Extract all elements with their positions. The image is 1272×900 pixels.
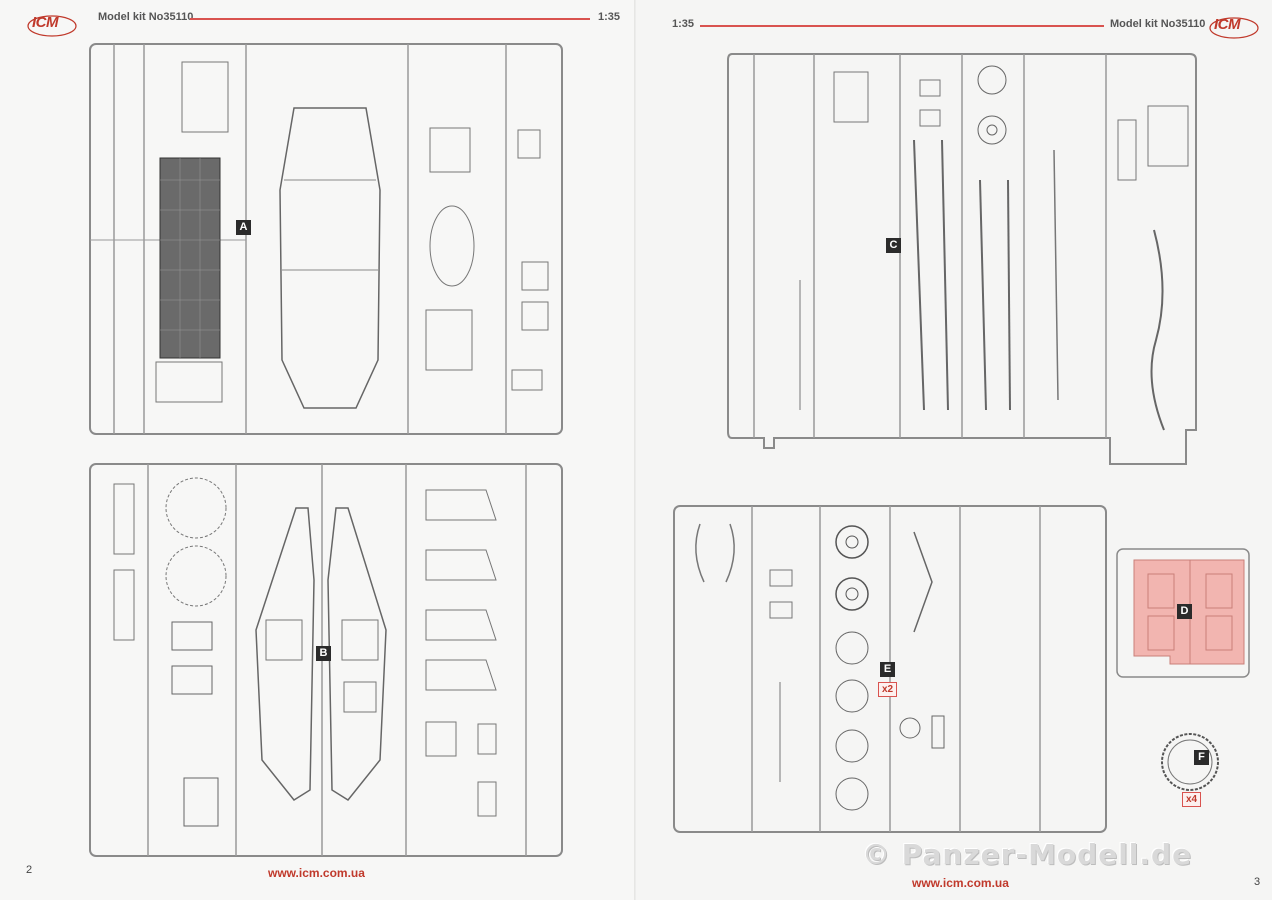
logo-text: ICM (1214, 16, 1241, 33)
left-page: ICM Model kit No35110 1:35 (26, 11, 621, 880)
icm-logo: ICM (26, 12, 78, 40)
sprue-a-letter: A (236, 220, 251, 235)
page-number: 3 (1254, 876, 1261, 888)
header-rule (700, 25, 1104, 27)
sprue-a: A (86, 40, 566, 440)
scale-label: 1:35 (672, 18, 695, 30)
sprue-e-quantity: x2 (878, 682, 897, 697)
watermark: © Panzer-Modell.de (862, 838, 1193, 871)
part-f: F x4 (1156, 726, 1226, 816)
sprue-d: D (1114, 546, 1252, 682)
page-number: 2 (26, 864, 33, 876)
scale-label: 1:35 (598, 11, 621, 23)
sprue-b-drawing (89, 463, 563, 857)
sprue-c-letter: C (886, 238, 901, 253)
sprue-b: B (86, 460, 566, 860)
sprue-c: C (724, 50, 1204, 470)
sprue-e: E x2 (670, 502, 1110, 838)
tire-icon (1161, 733, 1219, 791)
right-page: 1:35 Model kit No35110 ICM (636, 0, 1272, 900)
sprue-d-letter: D (1177, 604, 1192, 619)
model-kit-label: Model kit No35110 (98, 11, 194, 23)
footer-url: www.icm.com.ua (268, 866, 365, 880)
logo-text: ICM (32, 14, 59, 31)
sprue-e-letter: E (880, 662, 895, 677)
model-kit-label: Model kit No35110 (1110, 18, 1206, 30)
footer-url: www.icm.com.ua (912, 876, 1009, 890)
sprue-b-letter: B (316, 646, 331, 661)
sprue-c-drawing (727, 53, 1197, 465)
sprue-a-drawing (89, 43, 563, 435)
icm-logo: ICM (1208, 14, 1260, 42)
part-f-quantity: x4 (1182, 792, 1201, 807)
part-f-letter: F (1194, 750, 1209, 765)
header-rule (190, 18, 590, 20)
sprue-e-drawing (673, 505, 1107, 833)
